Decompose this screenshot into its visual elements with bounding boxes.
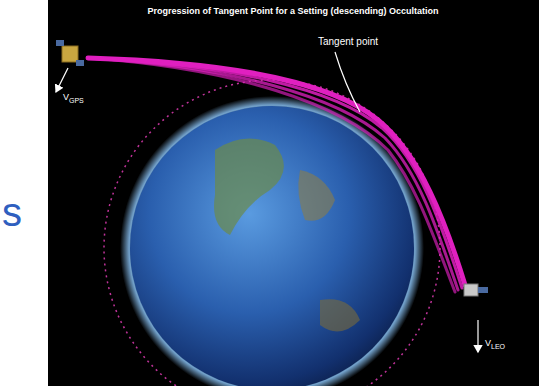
land [298, 170, 335, 221]
leo-satellite [464, 284, 488, 296]
tangent-label: Tangent point [318, 36, 378, 47]
velocity-symbol: V [63, 92, 69, 102]
tangent-leader [335, 52, 360, 112]
velocity-symbol: V [485, 338, 491, 348]
slide-text-fragment: s [2, 190, 22, 235]
title: Progression of Tangent Point for a Setti… [148, 6, 439, 16]
velocity-subscript: LEO [491, 343, 505, 350]
earth [130, 106, 414, 386]
leo-velocity-arrow [477, 320, 478, 352]
gps-satellite [56, 40, 84, 66]
velocity-subscript: GPS [69, 97, 84, 104]
orbit-dashed [104, 80, 440, 386]
land [214, 139, 284, 235]
ray-bundle [88, 58, 465, 292]
land [320, 299, 360, 331]
gps-velocity-arrow [56, 68, 68, 92]
